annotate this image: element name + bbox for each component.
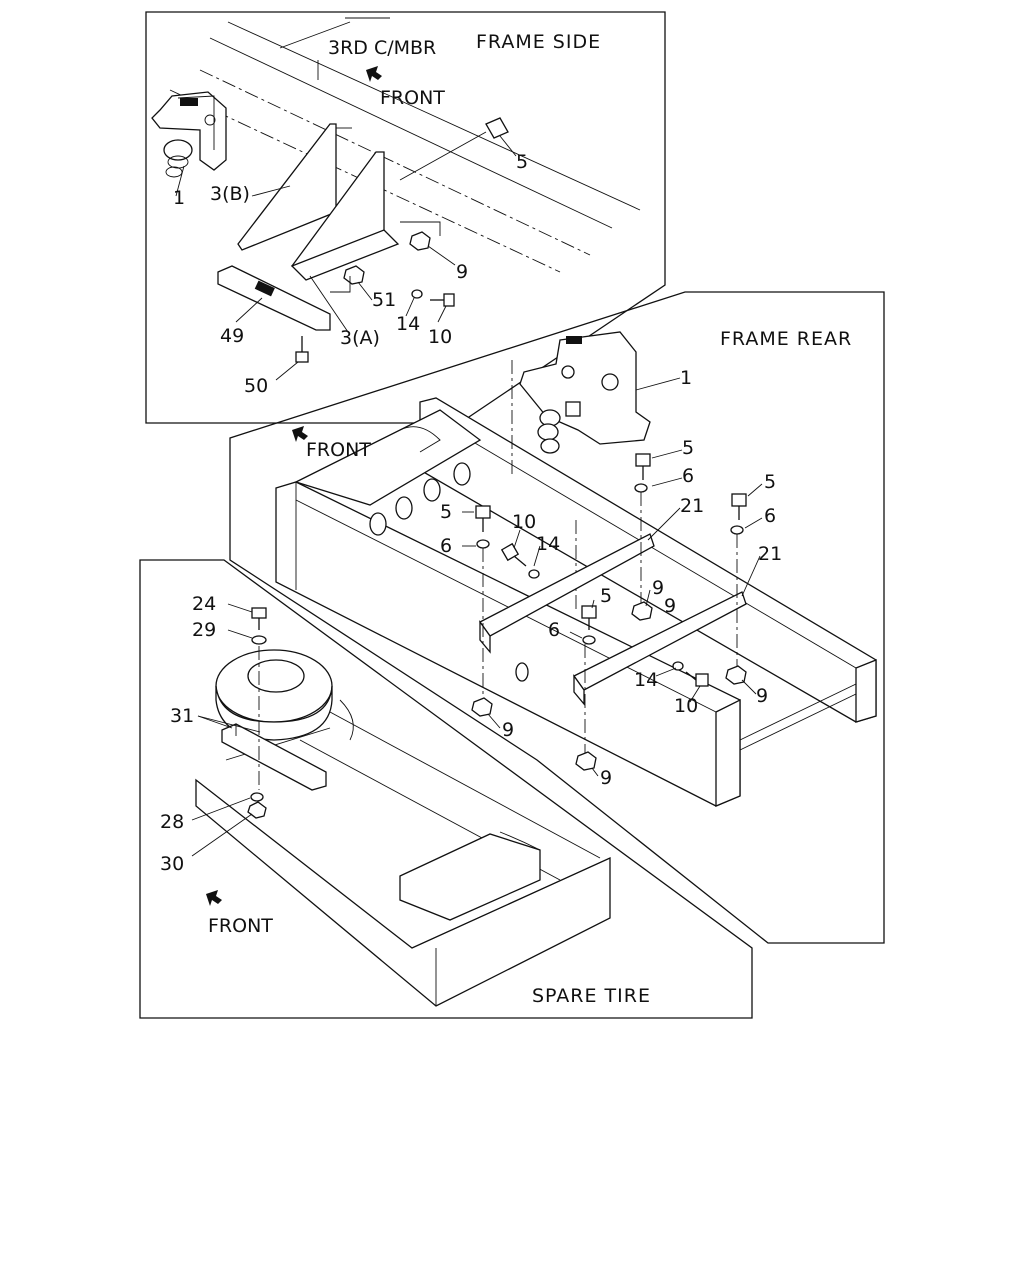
callout-label: 28 (160, 811, 184, 833)
callout-label: 5 (516, 151, 528, 173)
nut-9-side (409, 231, 431, 251)
callout-label: 3(B) (210, 183, 250, 205)
callout-label: 14 (396, 313, 420, 335)
callout-label: 5 (440, 501, 452, 523)
callout-label: 21 (680, 495, 704, 517)
tow-hook-rear (519, 331, 651, 454)
front-arrow-icon (366, 66, 382, 82)
frame-side-panel: FRAME SIDE 3RD C/MBR FRONT 1 3(B) 5 9 51… (145, 11, 666, 424)
frame-side-title: FRAME SIDE (476, 31, 601, 53)
callout-label: 51 (372, 289, 396, 311)
callout-label: 10 (428, 326, 452, 348)
spare-tire-panel: SPARE TIRE FRONT 24 29 31 28 30 (139, 559, 753, 1019)
callout-label: 49 (220, 325, 244, 347)
front-arrow-icon (292, 426, 308, 442)
callout-label: 9 (600, 767, 612, 789)
bracket-21-right (573, 591, 747, 706)
washer-14-side (411, 289, 423, 299)
front-label-spare: FRONT (208, 915, 273, 937)
spare-tire-title: SPARE TIRE (532, 985, 651, 1007)
bolt-5-rear-c (475, 505, 491, 700)
callout-label: 9 (664, 595, 676, 617)
callout-label: 10 (512, 511, 536, 533)
third-crossmember-label: 3RD C/MBR (328, 37, 436, 59)
callout-label: 6 (440, 535, 452, 557)
nut-9-rear (575, 751, 597, 771)
spare-tire (215, 649, 333, 741)
rear-frame-rails (275, 360, 877, 807)
plate-49 (217, 265, 331, 331)
spare-tire-frame (195, 699, 611, 1007)
callout-label: 5 (600, 585, 612, 607)
callout-label: 14 (536, 533, 560, 555)
callout-label: 21 (758, 543, 782, 565)
callout-label: 5 (764, 471, 776, 493)
callout-label: 5 (682, 437, 694, 459)
bolt-5-rear-a (634, 453, 651, 604)
callout-label: 6 (764, 505, 776, 527)
callout-label: 29 (192, 619, 216, 641)
callout-label: 6 (548, 619, 560, 641)
nut-9-rear (471, 697, 493, 717)
bolt-24 (247, 607, 267, 819)
callout-label: 10 (674, 695, 698, 717)
callout-label: 9 (502, 719, 514, 741)
bolt-10-side (430, 293, 455, 307)
nut-9-rear (631, 601, 653, 621)
callout-label: 9 (652, 577, 664, 599)
bolt-5-rear-b (730, 493, 747, 668)
callout-label: 14 (634, 669, 658, 691)
frame-rear-panel: FRAME REAR FRONT 1 5 6 5 6 5 6 10 14 21 … (229, 291, 885, 944)
bracket-3a (290, 151, 400, 281)
callout-label: 3(A) (340, 327, 380, 349)
tow-hook-side (151, 91, 227, 178)
callout-label: 1 (680, 367, 692, 389)
bracket-21-left (479, 533, 655, 654)
callout-label: 9 (456, 261, 468, 283)
frame-rear-title: FRAME REAR (720, 328, 852, 350)
callout-label: 30 (160, 853, 184, 875)
front-arrow-icon (206, 890, 222, 906)
front-label-side: FRONT (380, 87, 445, 109)
callout-label: 6 (682, 465, 694, 487)
bolt-5-rear-d (581, 605, 597, 756)
bolt-50 (295, 336, 309, 363)
callout-label: 1 (173, 187, 185, 209)
callout-label: 50 (244, 375, 268, 397)
nut-51 (343, 265, 365, 285)
callout-label: 9 (756, 685, 768, 707)
callout-label: 31 (170, 705, 194, 727)
bolt-10-rear-a (500, 542, 540, 579)
front-label-rear: FRONT (306, 439, 371, 461)
callout-label: 24 (192, 593, 216, 615)
bolt-5-side (399, 117, 509, 181)
